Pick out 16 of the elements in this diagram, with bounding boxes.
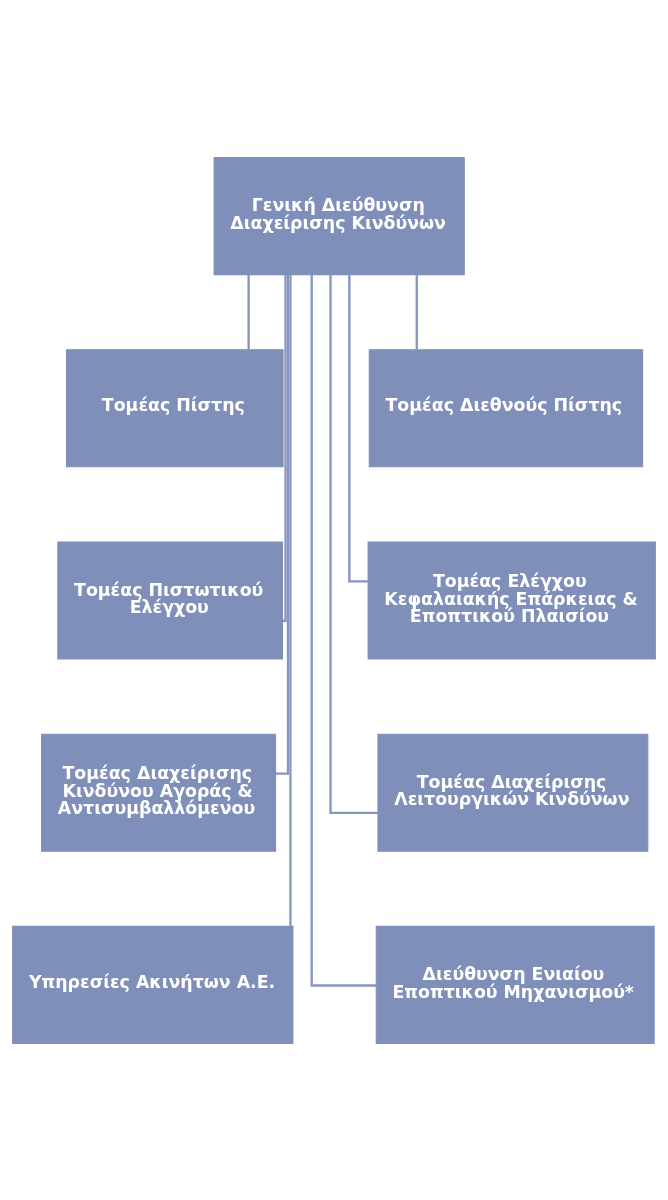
connector (282, 274, 287, 622)
connector (289, 274, 292, 926)
connector (329, 274, 378, 814)
node-box: Τομέας Διαχείρισης Λειτουργικών Κινδύνων (377, 733, 649, 852)
node-box: Υπηρεσίες Ακινήτων Α.Ε. (12, 925, 294, 1044)
node-box: Τομέας Πιστωτικού Ελέγχου (57, 540, 284, 660)
connector (275, 274, 290, 775)
connector (247, 274, 250, 350)
connector (415, 274, 418, 350)
node-box: Διεύθυνση Ενιαίου Εποπτικού Μηχανισμού* (375, 925, 655, 1044)
node-box: Τομέας Πίστης (65, 348, 284, 467)
node-box: Τομέας Διεθνούς Πίστης (368, 348, 644, 467)
node-box: Τομέας Ελέγχου Κεφαλαιακής Επάρκειας & Εποπτικού Πλαισίου (367, 540, 656, 660)
node-box: Τομέας Διαχείρισης Κινδύνου Αγοράς & Αντισυμβαλλόμενου (41, 733, 277, 852)
connector (310, 274, 377, 987)
node-box: Γενική Διεύθυνση Διαχείρισης Κινδύνων (213, 156, 465, 275)
